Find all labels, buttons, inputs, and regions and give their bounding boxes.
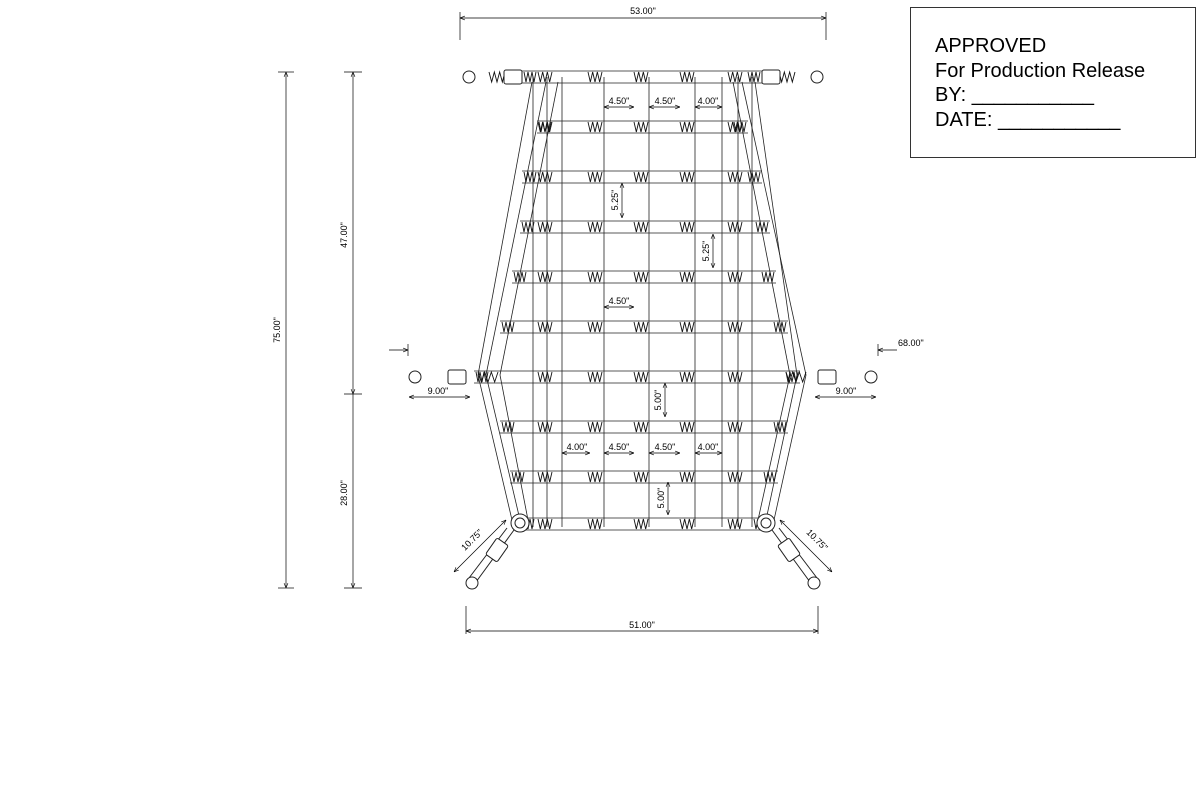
dim-lower-height: 28.00": [339, 480, 349, 506]
dim-top-space-3: 4.00": [698, 96, 719, 106]
dim-low-space-3: 4.50": [655, 442, 676, 452]
dim-overall-height: 75.00": [272, 317, 282, 343]
approval-subtitle: For Production Release: [935, 59, 1146, 82]
dim-upper-height: 47.00": [339, 222, 349, 248]
dim-low-space-4: 4.00": [698, 442, 719, 452]
dim-right-strap: 9.00": [836, 386, 857, 396]
dim-top-space-1: 4.50": [609, 96, 630, 106]
dim-top-width: 53.00": [630, 6, 656, 16]
spring-coils: [475, 70, 807, 530]
dim-right-diag-line: [780, 520, 832, 572]
dim-vert-4: 5.00": [656, 488, 666, 509]
dim-mid-space: 4.50": [609, 296, 630, 306]
approval-title: APPROVED: [935, 35, 1047, 57]
dim-bottom-width: 51.00": [629, 620, 655, 630]
dim-vert-3: 5.00": [653, 390, 663, 411]
dim-top-space-2: 4.50": [655, 96, 676, 106]
dim-left-diag: 10.75": [459, 527, 484, 552]
approval-by-field: BY: ___________: [935, 84, 1095, 106]
dim-low-space-2: 4.50": [609, 442, 630, 452]
dim-low-space-1: 4.00": [567, 442, 588, 452]
dim-vert-1: 5.25": [610, 190, 620, 211]
dim-left-diag-line: [454, 520, 506, 572]
cargo-net: [474, 70, 807, 531]
dimension-lines: [278, 12, 897, 634]
dim-vert-2: 5.25": [701, 241, 711, 262]
dim-left-strap: 9.00": [428, 386, 449, 396]
approval-box: APPROVED For Production Release BY: ____…: [910, 7, 1196, 158]
approval-date-field: DATE: ___________: [935, 108, 1121, 131]
dim-right-offset: 68.00": [898, 338, 924, 348]
hooks-and-buckles: [408, 69, 878, 590]
